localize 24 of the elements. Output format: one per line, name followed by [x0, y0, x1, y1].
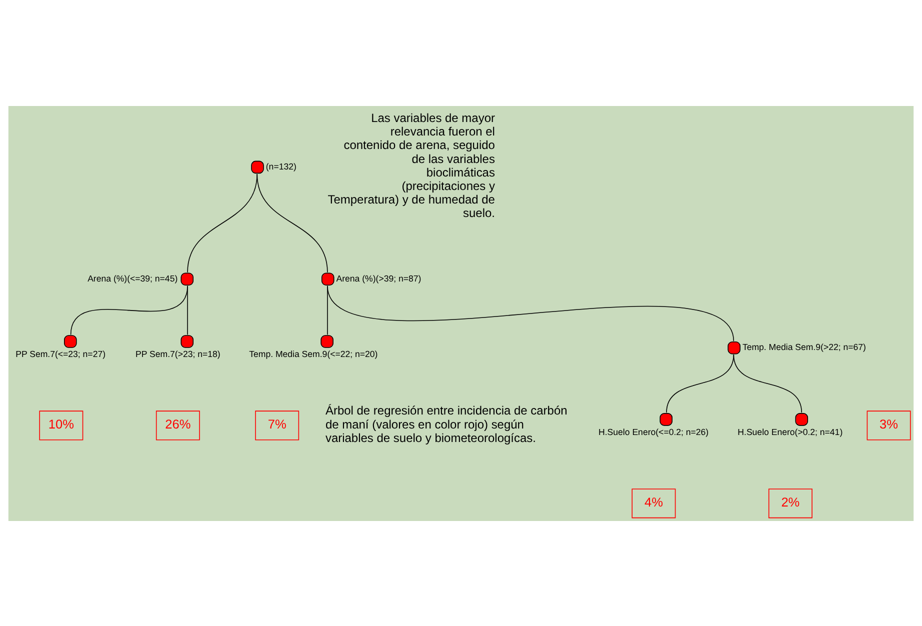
node-box: 10%: [39, 410, 84, 440]
connector: [327, 285, 734, 341]
node-label: PP Sem.7(>23; n=18): [136, 348, 220, 358]
connector: [70, 285, 188, 335]
node-label: H.Suelo Enero(<=0.2; n=26): [598, 426, 709, 436]
node-label: H.Suelo Enero(>0.2; n=41): [738, 426, 843, 436]
node-label: (n=132): [266, 160, 296, 171]
node-box: 4%: [632, 488, 676, 518]
node-box: 2%: [768, 488, 812, 518]
label: Las variables de mayor relevancia fueron el contenido de arena, seguido de las variables bioclimáticas (precipitaciones y Temperatura) y de humedad de suelo.: [328, 110, 495, 220]
node-label: Arena (%)(<=39; n=45): [88, 272, 178, 283]
node-box: 3%: [866, 410, 911, 440]
node-box: 7%: [255, 410, 300, 440]
node-label: PP Sem.7(<=23; n=27): [16, 348, 106, 358]
connector: [187, 285, 188, 335]
connector: [187, 173, 258, 272]
node-label: Temp. Media Sem.9(<=22; n=20): [249, 348, 378, 358]
node-label: Arena (%)(>39; n=87): [336, 272, 422, 283]
label: Árbol de regresión entre incidencia de carbón de maní (valores en color rojo) según variables de suelo y biometeorologícas.: [325, 403, 568, 444]
node-box: 26%: [156, 410, 200, 440]
connector: [256, 173, 328, 272]
connector: [666, 354, 734, 413]
connector: [733, 354, 802, 413]
node-label: Temp. Media Sem.9(>22; n=67): [742, 342, 866, 352]
